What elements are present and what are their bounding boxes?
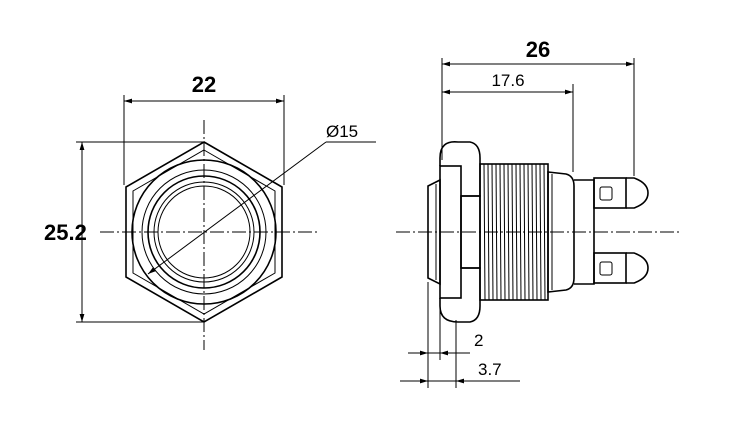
thread-ridge: [495, 163, 498, 301]
thread-ridge: [523, 163, 526, 301]
total-length-label: 26: [526, 37, 550, 62]
diameter-leader-line: [147, 141, 327, 275]
head-dimension-label: 3.7: [478, 360, 502, 379]
thread-ridge: [483, 163, 486, 301]
thread-ridge: [487, 163, 490, 301]
button-ring: [153, 181, 255, 283]
bezel-inner-ring: [147, 175, 261, 289]
terminal-top: [593, 177, 649, 209]
width-dimension-label: 22: [192, 72, 216, 97]
thread-ridge: [519, 163, 522, 301]
thread-ridge: [499, 163, 502, 301]
threaded-body: [479, 163, 549, 301]
thread-ridge: [503, 163, 506, 301]
bezel-ring: [141, 169, 267, 295]
nut-face-bottom: [439, 267, 481, 323]
rear-collar: [547, 171, 575, 293]
hex-nut-inner-chamfer: [132, 149, 276, 315]
side-view: 26 17.6 2 3.7: [396, 37, 680, 388]
thread-ridge: [515, 163, 518, 301]
nut-face-top: [439, 141, 481, 197]
body-length-label: 17.6: [491, 71, 524, 90]
thread-ridge: [539, 163, 542, 301]
thread-ridge: [507, 163, 510, 301]
flange-dimension-label: 2: [474, 331, 483, 350]
diameter-dimension-label: Ø15: [326, 122, 358, 141]
height-dimension-label: 25.2: [44, 220, 87, 245]
thread-ridge: [531, 163, 534, 301]
thread-ridge: [491, 163, 494, 301]
outer-ring: [131, 159, 277, 305]
terminal-bottom: [593, 252, 649, 284]
thread-ridge: [535, 163, 538, 301]
thread-ridge: [511, 163, 514, 301]
thread-ridge: [527, 163, 530, 301]
button-face: [157, 185, 251, 279]
front-view: 22 25.2 Ø15: [44, 72, 376, 350]
thread-ridge: [543, 163, 546, 301]
